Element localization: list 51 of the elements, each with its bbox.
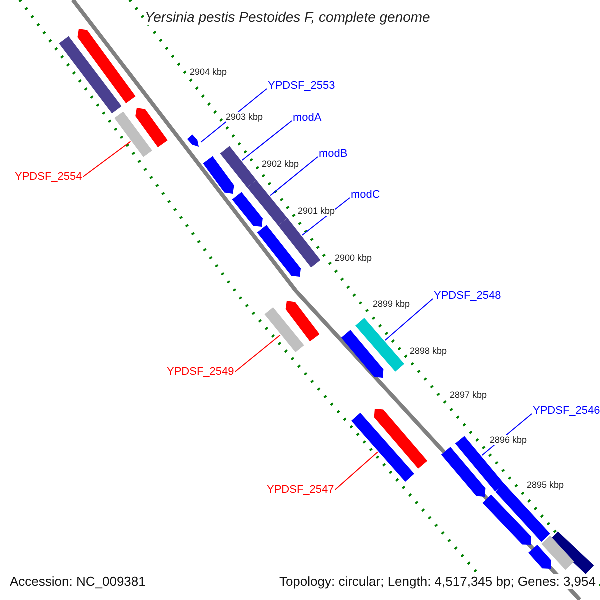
- leader-line: [242, 120, 292, 161]
- gene-bar: [356, 318, 404, 372]
- gene-label: modA: [293, 112, 322, 124]
- gene-label: YPDSF_2548: [434, 290, 502, 302]
- gene-bar: [542, 536, 574, 570]
- leader-line: [384, 298, 434, 341]
- gene-bar: [220, 146, 257, 188]
- scale-label: 2898 kbp: [410, 346, 448, 356]
- gene-bar: [203, 156, 234, 194]
- gene-bar: [232, 192, 263, 227]
- scale-label: 2901 kbp: [298, 206, 336, 216]
- scale-label: 2897 kbp: [450, 390, 488, 400]
- gene-bar: [286, 301, 320, 342]
- gene-bar: [352, 413, 414, 482]
- gene-label: YPDSF_2554: [15, 171, 82, 183]
- scale-label: 2899 kbp: [373, 299, 410, 309]
- leader-line: [82, 141, 132, 178]
- scale-label: 2902 kbp: [262, 159, 300, 169]
- scale-label: 2895 kbp: [527, 480, 564, 490]
- gene-bar: [374, 409, 428, 469]
- gene-bar: [496, 484, 550, 542]
- gene-label: modC: [351, 189, 380, 201]
- gene-label: YPDSF_2553: [268, 80, 336, 92]
- gene-bar: [59, 36, 122, 114]
- scale-label: 2900 kbp: [335, 253, 372, 263]
- leader-line: [270, 156, 318, 196]
- scale-label: 2904 kbp: [190, 67, 228, 77]
- scale-label: 2903 kbp: [226, 112, 264, 122]
- gene-label: YPDSF_2546: [533, 405, 600, 417]
- accession-text: Accession: NC_009381: [10, 574, 146, 589]
- gene-label: YPDSF_2547: [267, 484, 334, 496]
- title: Yersinia pestis Pestoides F, complete genome: [145, 9, 430, 25]
- genome-summary-text: Topology: circular; Length: 4,517,345 bp; Genes: 3,954: [279, 574, 596, 589]
- leader-line: [234, 334, 281, 372]
- gene-bar: [482, 494, 532, 545]
- gene-bar: [136, 108, 168, 148]
- gene-bar: [278, 218, 321, 268]
- gene-bar: [187, 134, 199, 147]
- gene-label: YPDSF_2549: [167, 366, 234, 378]
- gene-bar: [78, 29, 136, 104]
- scale-label: 2896 kbp: [490, 435, 528, 445]
- leader-line: [334, 452, 378, 490]
- gene-bar: [257, 225, 301, 277]
- gene-label: modB: [319, 148, 348, 160]
- gene-bar: [528, 545, 552, 569]
- gene-bar: [341, 330, 384, 378]
- leader-line: [302, 198, 350, 236]
- gene-bar: [247, 180, 288, 226]
- gene-bar: [441, 447, 486, 497]
- gene-bar: [264, 308, 304, 352]
- gene-bar: [114, 112, 152, 158]
